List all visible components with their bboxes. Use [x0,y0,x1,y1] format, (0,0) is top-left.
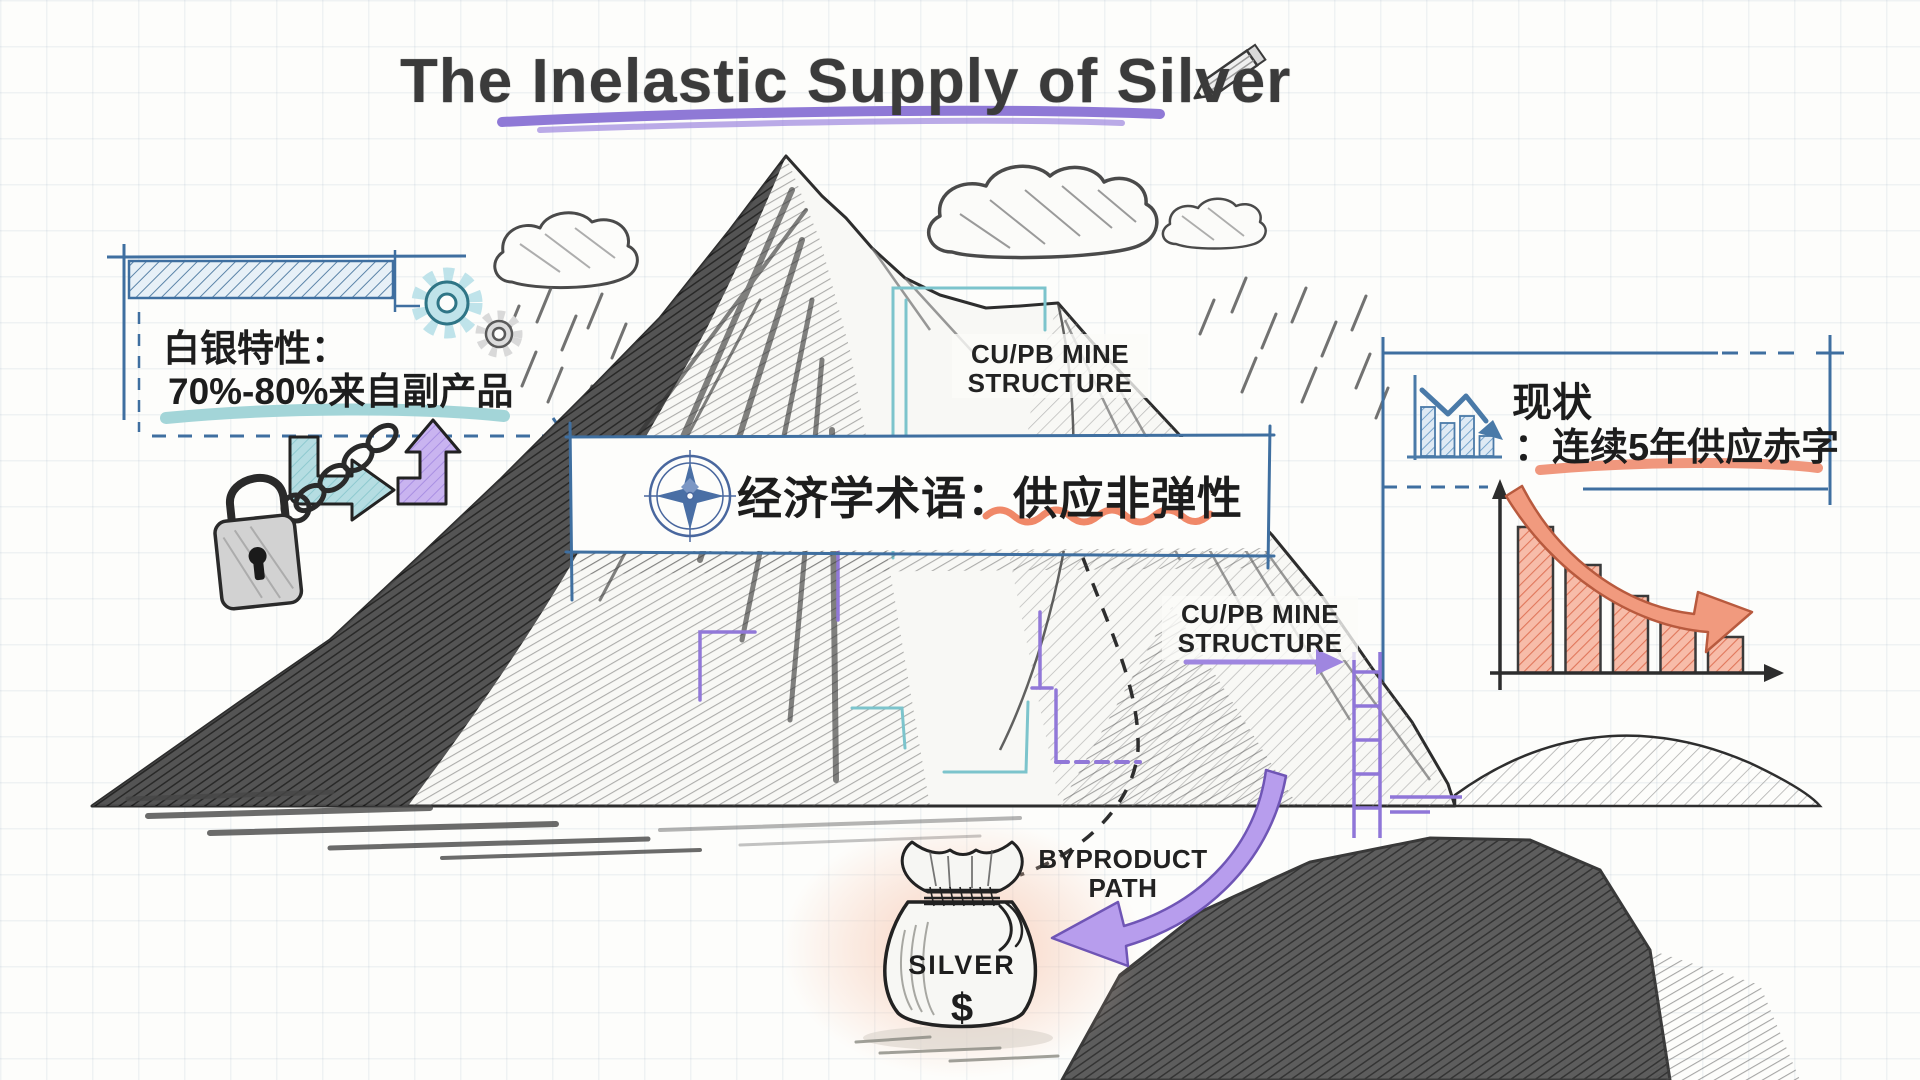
mine-structure-label-lower: CU/PB MINE STRUCTURE [1165,600,1355,657]
deficit-chart [1490,479,1784,690]
status-box-frame [1381,335,1844,690]
ground-hatch [125,789,1022,860]
cloud-icon-small [1161,197,1267,250]
mine-upper-line2: STRUCTURE [967,367,1133,398]
title-underline [497,105,1165,133]
economic-term-box [564,421,1276,602]
cloud-icon-big [927,164,1159,260]
byproduct-path-label: BYPRODUCT PATH [1038,845,1208,902]
mine-structure-label-upper: CU/PB MINE STRUCTURE [955,340,1145,397]
mine-upper-line1: CU/PB MINE [970,339,1130,369]
foreground-rocks-fade [1650,950,1800,1080]
label-backing-lower [1162,596,1358,660]
status-line2: ：连续5年供应赤字 [1514,427,1840,469]
squiggle-underline [982,506,1214,526]
compass-rose-icon [644,450,736,542]
chain-icon [280,422,399,524]
mine-lower-arrow [1183,649,1344,675]
right-ridge [1453,734,1823,808]
label-backing-upper [952,334,1148,398]
mine-lower-line1: CU/PB MINE [1180,599,1340,629]
bar [1478,435,1495,457]
salmon-underline [1535,457,1823,475]
bar [1459,415,1475,457]
money-bag-currency: $ [950,986,974,1030]
teal-underline [160,403,510,424]
silver-traits-line2: 70%-80%来自副产品 [168,371,514,412]
mine-lower-line2: STRUCTURE [1177,627,1343,658]
cloud-icon-left [493,211,639,290]
byproduct-dashed-path [1019,557,1140,877]
rain-right [1198,276,1390,420]
byproduct-line1: BYPRODUCT [1038,844,1208,874]
gear-icon [411,267,483,339]
bar [1439,422,1456,457]
byproduct-line2: PATH [1088,872,1158,903]
gear-icon-small [475,310,523,358]
declining-bar-chart-icon [1407,375,1503,460]
status-line1: 现状 [1512,381,1592,425]
silver-traits-line1: 白银特性： [163,328,348,369]
economic-term-text: 经济学术语：供应非弹性 [737,473,1244,524]
pencil-icon [1193,43,1267,100]
ladder-icon [1352,652,1462,838]
purple-arrow-icon [396,418,462,506]
page-title: The Inelastic Supply of Silver [400,47,1292,116]
lock-icon [213,474,304,611]
money-bag-label: SILVER [908,950,1016,980]
declining-curved-arrow [1504,484,1754,654]
byproduct-arrow [1050,768,1288,968]
money-bag-icon [854,840,1060,1063]
bar [1420,406,1436,457]
